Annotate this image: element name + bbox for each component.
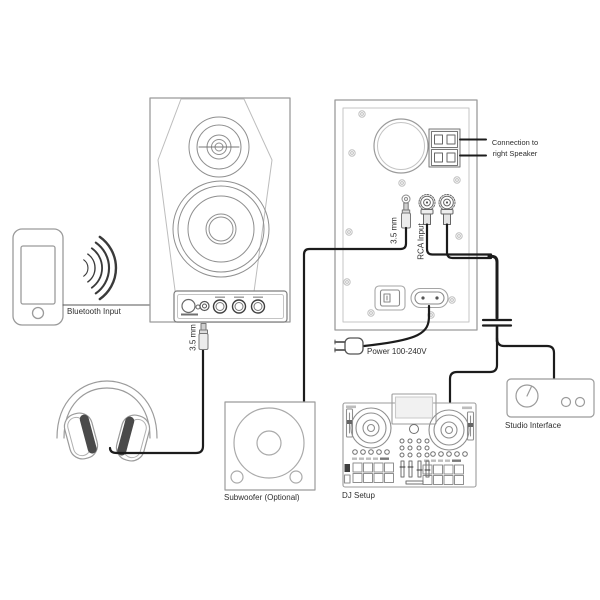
pitch-faders: [345, 408, 475, 441]
screws: [343, 110, 463, 319]
phone-screen: [20, 245, 56, 305]
headphone-jack-35mm: [198, 323, 209, 350]
bluetooth-input-label: Bluetooth Input: [67, 307, 121, 316]
panel-micro-text: [181, 296, 263, 316]
subwoofer-cable: [302, 226, 408, 404]
front-control-panel: [173, 290, 288, 323]
rca-cable-left: [425, 223, 493, 256]
speaker-connection-label: Connection to right Speaker: [487, 137, 543, 159]
rca-cable-merged: [487, 254, 499, 320]
mixer-section: [399, 424, 431, 485]
headphone-cable: [108, 347, 205, 455]
interface-output-left: [560, 396, 572, 408]
speaker-front-view: [149, 97, 291, 323]
dj-knob-rows: [352, 449, 468, 457]
rear-aux-35mm-label: 3.5 mm: [389, 217, 399, 244]
subwoofer-label: Subwoofer (Optional): [224, 493, 300, 502]
power-plug: [334, 337, 364, 355]
dj-setup-label: DJ Setup: [342, 491, 375, 500]
interface-knob: [515, 384, 539, 408]
phone-home-button: [31, 306, 45, 320]
speaker-connection-label-line2: right Speaker: [492, 149, 538, 158]
right-earcup: [115, 414, 151, 462]
speaker-connection-label-line1: Connection to: [491, 138, 539, 147]
power-switch: [374, 285, 406, 311]
studio-interface-label: Studio Interface: [505, 421, 562, 430]
speaker-terminal-block: [428, 128, 461, 168]
smartphone: [12, 228, 64, 326]
power-label: Power 100-240V: [367, 347, 427, 356]
speaker-rear-view: [334, 99, 478, 331]
power-cable: [362, 304, 431, 348]
performance-pads: [352, 462, 464, 485]
studio-interface-cable: [495, 336, 556, 381]
interface-output-right: [574, 396, 586, 408]
rca-plugs: [420, 209, 454, 225]
headphone-35mm-label: 3.5 mm: [188, 324, 198, 351]
subwoofer: [224, 401, 316, 491]
woofer: [172, 180, 270, 278]
headphone-socket: [199, 300, 210, 312]
bluetooth-waves-icon: [83, 235, 118, 301]
headphones: [56, 380, 158, 462]
rear-aux-jack-35mm: [401, 202, 411, 229]
bluetooth-input-port: [181, 298, 196, 314]
dj-controller: [342, 393, 477, 488]
tweeter: [188, 116, 250, 178]
speaker-connection-lines: [459, 138, 487, 157]
studio-interface: [506, 378, 595, 418]
rca-input-label: RCA Input: [416, 223, 426, 260]
panel-knobs: [212, 299, 266, 314]
dj-setup-cable: [448, 338, 499, 404]
dj-button-strips: [343, 405, 472, 484]
cable-break-symbol: [481, 318, 513, 327]
bass-port: [373, 118, 429, 174]
rca-cable-right: [445, 223, 493, 260]
left-jog-wheel: [350, 407, 392, 449]
power-inlet: [410, 287, 449, 309]
right-jog-wheel: [428, 409, 470, 451]
left-earcup: [63, 412, 99, 460]
